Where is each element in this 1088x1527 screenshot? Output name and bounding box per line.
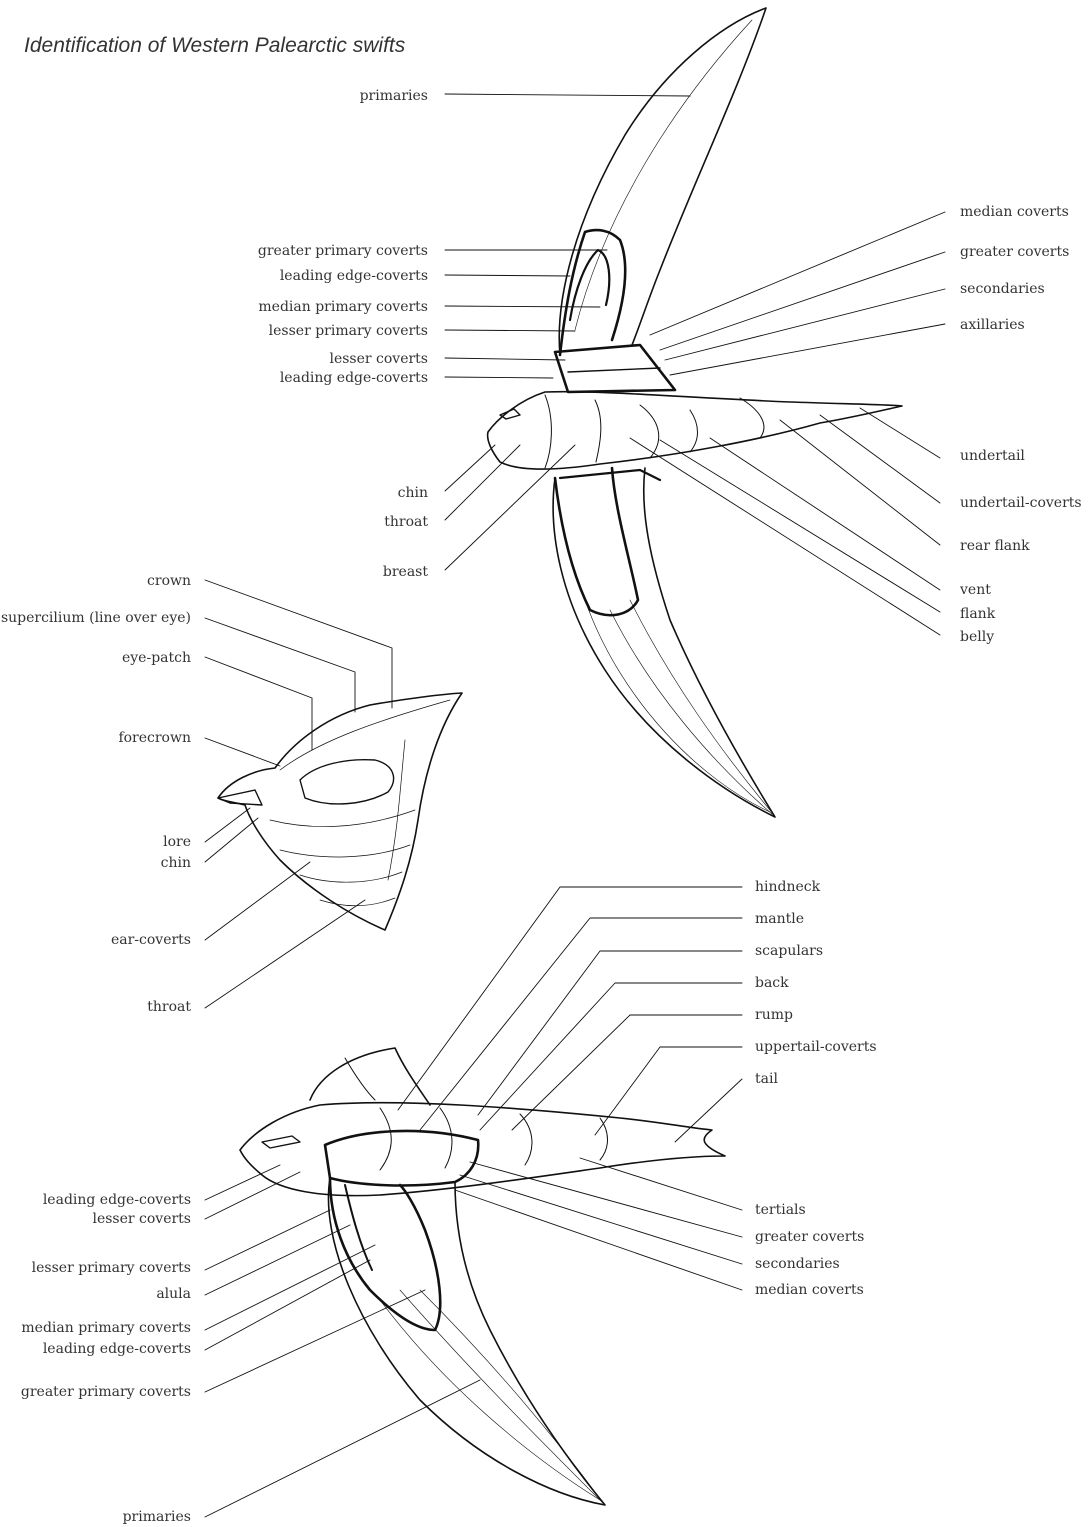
swift-head-drawing (218, 693, 462, 930)
label-upper-lesser-primary-coverts: lesser primary coverts (32, 1260, 191, 1276)
upperside-leader-lines (205, 887, 742, 1517)
label-hindneck: hindneck (755, 879, 820, 895)
label-greater-primary-coverts: greater primary coverts (258, 243, 428, 259)
label-upper-lesser-coverts: lesser coverts (92, 1211, 191, 1227)
label-upper-median-primary-coverts: median primary coverts (21, 1320, 191, 1336)
label-upper-leading-edge-coverts-2: leading edge-coverts (43, 1341, 191, 1357)
label-breast: breast (383, 564, 428, 580)
label-median-coverts: median coverts (960, 204, 1069, 220)
label-lore: lore (163, 834, 191, 850)
label-eye-patch: eye-patch (122, 650, 191, 666)
label-throat: throat (384, 514, 428, 530)
head-leader-lines (205, 580, 392, 1008)
label-upper-leading-edge-coverts: leading edge-coverts (43, 1192, 191, 1208)
label-leading-edge-coverts-2: leading edge-coverts (280, 370, 428, 386)
label-vent: vent (960, 582, 991, 598)
label-median-primary-coverts: median primary coverts (258, 299, 428, 315)
label-crown: crown (147, 573, 191, 589)
label-rear-flank: rear flank (960, 538, 1030, 554)
label-upper-primaries: primaries (123, 1509, 191, 1525)
label-undertail: undertail (960, 448, 1025, 464)
label-back: back (755, 975, 789, 991)
label-secondaries: secondaries (960, 281, 1045, 297)
label-uppertail-coverts: uppertail-coverts (755, 1039, 877, 1055)
label-chin: chin (398, 485, 428, 501)
label-tail: tail (755, 1071, 778, 1087)
label-undertail-coverts: undertail-coverts (960, 495, 1082, 511)
label-upper-greater-coverts: greater coverts (755, 1229, 864, 1245)
underside-leader-lines (445, 94, 945, 635)
label-greater-coverts: greater coverts (960, 244, 1069, 260)
label-forecrown: forecrown (118, 730, 191, 746)
label-scapulars: scapulars (755, 943, 823, 959)
label-flank: flank (960, 606, 995, 622)
label-ear-coverts: ear-coverts (111, 932, 191, 948)
label-supercilium: supercilium (line over eye) (1, 610, 191, 626)
label-alula: alula (156, 1286, 191, 1302)
label-upper-greater-primary-coverts: greater primary coverts (21, 1384, 191, 1400)
swift-underside-drawing (488, 8, 902, 817)
label-mantle: mantle (755, 911, 804, 927)
label-head-throat: throat (147, 999, 191, 1015)
label-head-chin: chin (161, 855, 191, 871)
label-leading-edge-coverts: leading edge-coverts (280, 268, 428, 284)
label-tertials: tertials (755, 1202, 806, 1218)
label-lesser-coverts: lesser coverts (329, 351, 428, 367)
label-lesser-primary-coverts: lesser primary coverts (269, 323, 428, 339)
label-primaries: primaries (360, 88, 428, 104)
label-rump: rump (755, 1007, 793, 1023)
label-upper-median-coverts: median coverts (755, 1282, 864, 1298)
label-axillaries: axillaries (960, 317, 1025, 333)
label-upper-secondaries: secondaries (755, 1256, 840, 1272)
label-belly: belly (960, 629, 994, 645)
